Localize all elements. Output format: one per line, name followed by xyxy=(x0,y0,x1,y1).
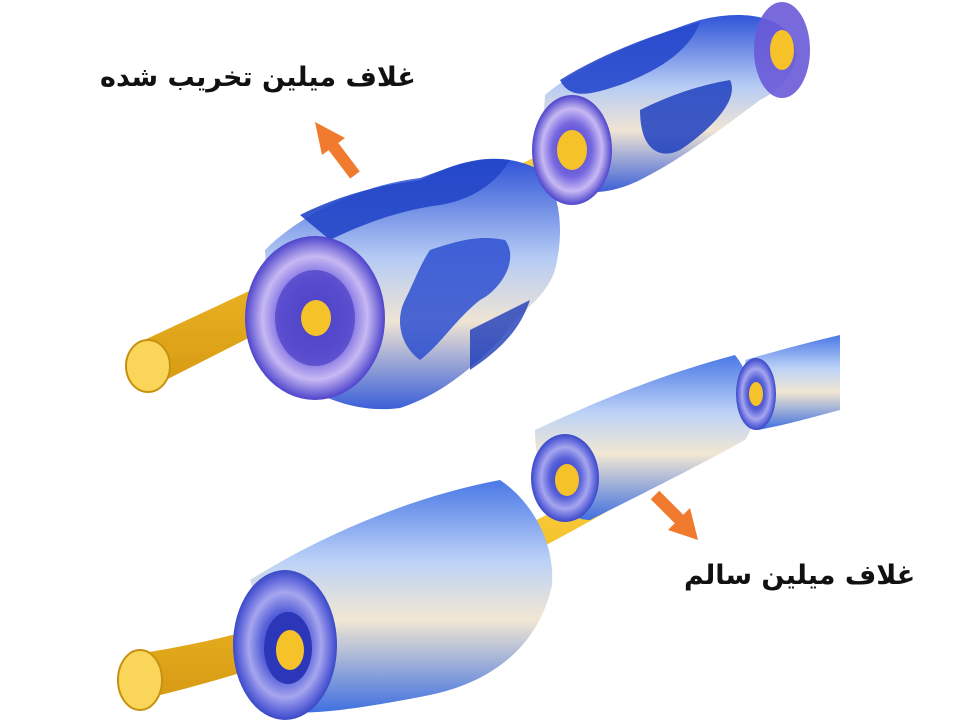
healthy-myelin-label: غلاف میلین سالم xyxy=(684,560,916,591)
damaged-myelin-label: غلاف میلین تخریب شده xyxy=(100,62,416,93)
healthy-sheath-middle xyxy=(531,355,754,522)
damaged-sheath-small xyxy=(532,2,810,205)
damaged-axon-end xyxy=(125,339,171,393)
healthy-axon-end xyxy=(117,649,163,711)
damaged-nerve xyxy=(125,2,810,410)
healthy-sheath-right xyxy=(736,335,840,430)
damaged-sheath-large xyxy=(245,158,560,410)
damaged-pointer-arrow xyxy=(315,122,360,179)
healthy-nerve xyxy=(117,335,840,720)
healthy-pointer-arrow xyxy=(650,490,698,540)
healthy-sheath-large xyxy=(233,480,553,720)
